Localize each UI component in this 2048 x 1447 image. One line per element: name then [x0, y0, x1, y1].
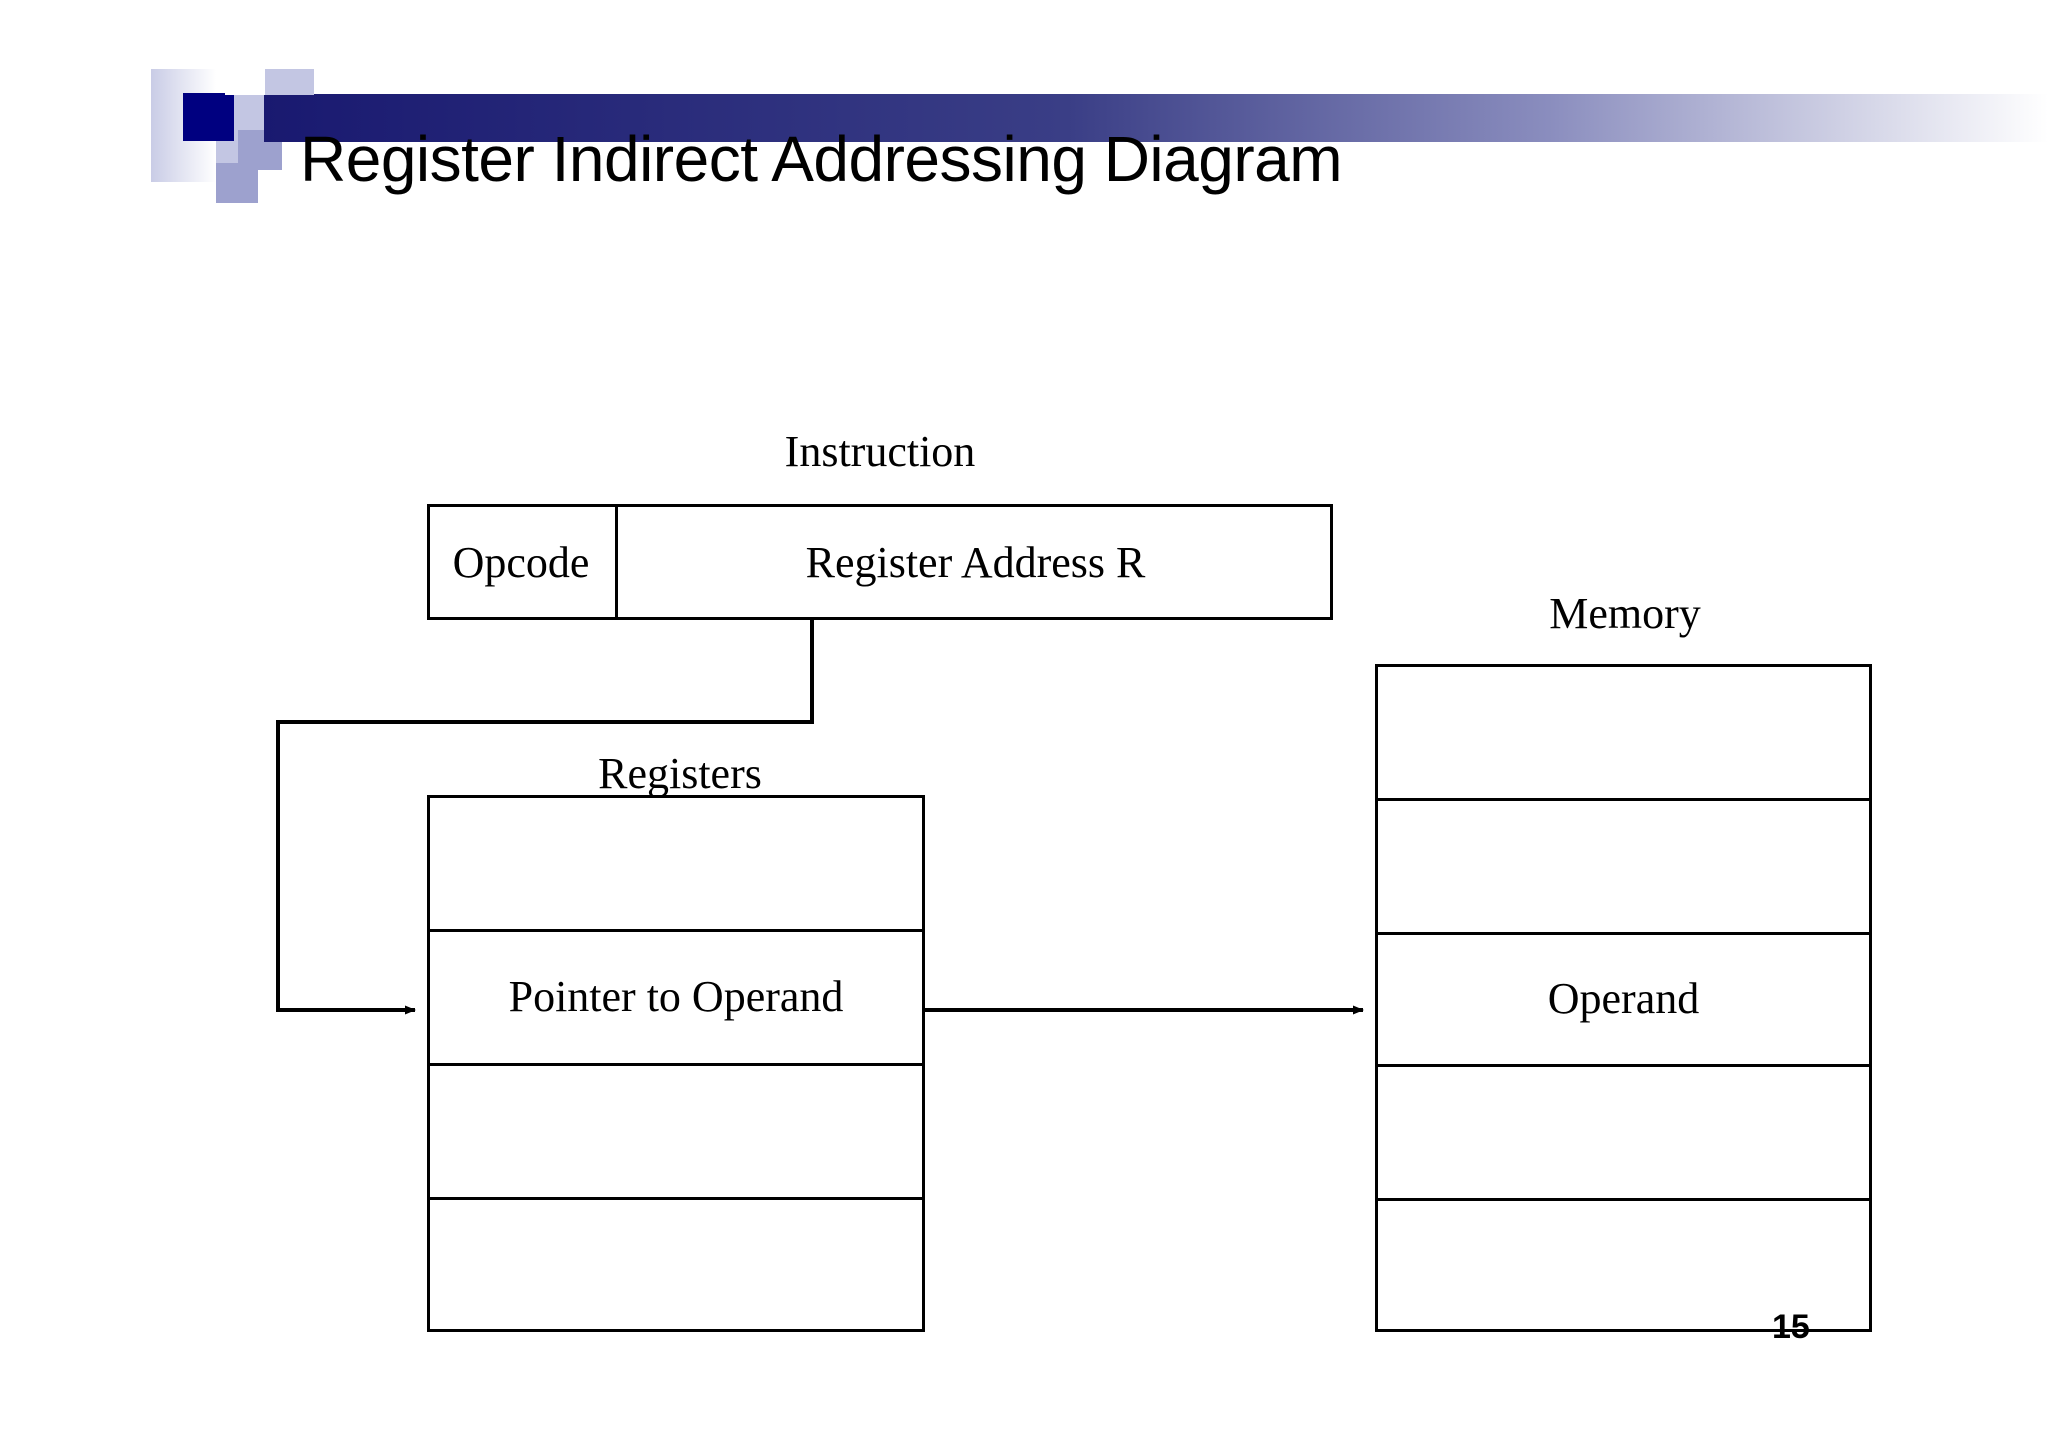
opcode-field: Opcode: [452, 537, 590, 587]
page-number: 15: [1772, 1308, 1810, 1346]
pointer-to-operand-cell: Pointer to Operand: [508, 971, 844, 1021]
instruction-label: Instruction: [784, 427, 976, 476]
registers-label: Registers: [598, 749, 762, 798]
instruction-box: [427, 504, 1333, 620]
memory-row-divider: [1375, 1064, 1872, 1067]
registers-row-divider: [427, 1063, 925, 1066]
registers-row-divider: [427, 1197, 925, 1200]
instruction-field-divider: [615, 504, 618, 620]
register-address-field: Register Address R: [805, 537, 1146, 587]
memory-label: Memory: [1549, 589, 1701, 638]
page-title: Register Indirect Addressing Diagram: [300, 123, 1343, 195]
memory-box: [1375, 664, 1872, 1332]
memory-row-divider: [1375, 932, 1872, 935]
operand-cell: Operand: [1547, 973, 1700, 1023]
memory-row-divider: [1375, 1198, 1872, 1201]
memory-row-divider: [1375, 798, 1872, 801]
